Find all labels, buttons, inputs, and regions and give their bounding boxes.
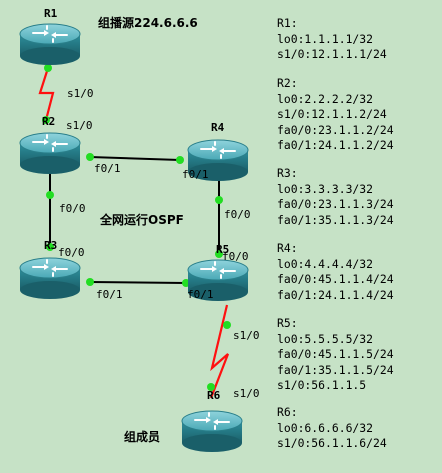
port-label: f0/1 [94,162,121,175]
serial-link-r5-r6 [209,304,230,399]
config-line: fa0/0:45.1.1.4/24 [277,272,394,287]
port-dot [176,156,184,164]
config-line: lo0:3.3.3.3/32 [277,181,374,196]
config-line: fa0/1:24.1.1.2/24 [277,138,394,153]
router-name-r3: R3 [44,239,58,252]
port-dot [86,153,94,161]
port-label: s1/0 [66,119,93,132]
config-line: s1/0:12.1.1.2/24 [277,107,387,122]
config-line: lo0:6.6.6.6/32 [277,420,374,435]
port-label: s1/0 [233,387,260,400]
port-dot [42,116,50,124]
config-line: fa0/1:35.1.1.3/24 [277,212,394,227]
config-router-name: R6: [277,405,298,419]
router-name-r6: R6 [207,389,221,402]
router-icon[interactable] [19,23,81,66]
serial-link-r1-r2 [38,67,55,121]
config-line: lo0:4.4.4.4/32 [277,256,374,271]
config-line: fa0/0:23.1.1.3/24 [277,197,394,212]
config-line: lo0:5.5.5.5/32 [277,331,374,346]
config-line: fa0/0:45.1.1.5/24 [277,347,394,362]
config-line: lo0:1.1.1.1/32 [277,31,374,46]
port-label: f0/0 [59,202,86,215]
port-label: f0/1 [96,288,123,301]
router-name-r1: R1 [44,7,58,20]
config-line: fa0/1:35.1.1.5/24 [277,362,394,377]
router-icon[interactable] [181,410,243,453]
port-label: f0/0 [58,246,85,259]
router-name-r5: R5 [216,243,230,256]
multicast-source-label: 组播源224.6.6.6 [98,16,198,30]
router-name-r4: R4 [211,121,225,134]
port-dot [207,383,215,391]
port-label: f0/1 [182,168,209,181]
config-router-name: R3: [277,166,298,180]
config-router-name: R5: [277,316,298,330]
port-label: s1/0 [67,87,94,100]
port-dot [223,321,231,329]
port-label: s1/0 [233,329,260,342]
config-line: fa0/0:23.1.1.2/24 [277,122,394,137]
port-label: f0/0 [222,250,249,263]
config-line: s1/0:56.1.1.5 [277,378,367,393]
port-label: f0/0 [224,208,251,221]
port-dot [44,64,52,72]
port-dot [46,243,54,251]
port-dot [215,250,223,258]
router-name-r2: R2 [42,115,56,128]
config-line: lo0:2.2.2.2/32 [277,91,374,106]
config-router-name: R1: [277,16,298,30]
ethernet-link-r3-r5 [89,281,187,284]
port-label: f0/1 [187,288,214,301]
config-router-name: R2: [277,76,298,90]
port-dot [86,278,94,286]
ospf-note: 全网运行OSPF [100,213,184,227]
port-dots [42,64,231,391]
port-dot [46,191,54,199]
config-line: fa0/1:24.1.1.4/24 [277,287,394,302]
ethernet-link-r2-r4 [89,156,181,161]
group-member-label: 组成员 [124,430,161,444]
config-router-name: R4: [277,241,298,255]
config-line: s1/0:12.1.1.1/24 [277,47,387,62]
port-dot [215,196,223,204]
config-line: s1/0:56.1.1.6/24 [277,436,387,451]
router-icon[interactable] [19,132,81,175]
router-icon[interactable] [19,257,81,300]
